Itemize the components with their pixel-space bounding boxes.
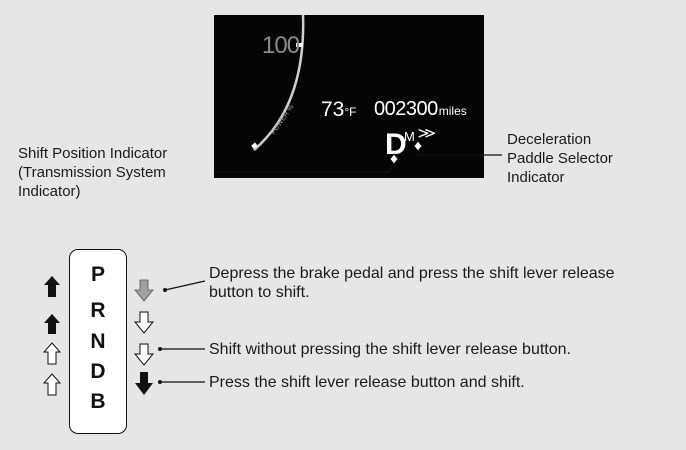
legend-brake-release-line2: button to shift.	[209, 284, 310, 301]
legend-release-only: Press the shift lever release button and…	[209, 374, 525, 391]
gear-mode-indicator: M	[404, 129, 415, 144]
legend-dot-2	[158, 347, 162, 351]
deceleration-paddle-icon: ≫	[417, 125, 437, 142]
power-gauge-arc: POWER %	[251, 15, 305, 151]
shift-gate: P R N D B	[69, 249, 127, 434]
decel-indicator-label-line2: Paddle Selector	[507, 150, 613, 167]
legend-leader-1	[164, 280, 206, 291]
temp-value: 73	[321, 98, 345, 121]
legend-no-release: Shift without pressing the shift lever r…	[209, 341, 571, 358]
temp-unit: °F	[344, 105, 357, 119]
gate-position-p: P	[90, 263, 105, 286]
outside-temperature: 73°F	[321, 98, 357, 122]
decel-indicator-leader	[417, 152, 502, 156]
decel-indicator-label-line3: Indicator	[507, 169, 565, 186]
arrow-down-filled	[135, 372, 153, 395]
shift-indicator-diamond	[389, 153, 399, 165]
gate-position-b: B	[90, 390, 106, 413]
gauge-arc-line	[253, 15, 305, 151]
decel-indicator-label-line1: Deceleration	[507, 131, 592, 148]
arrow-down-outline-1	[133, 311, 155, 334]
shift-indicator-label-line3: Indicator)	[18, 183, 81, 200]
gate-position-r: R	[90, 299, 106, 322]
arrow-up-filled-1	[44, 276, 60, 297]
odometer-value: 002300	[374, 98, 438, 120]
gate-position-d: D	[90, 360, 106, 383]
legend-dot-1	[163, 288, 167, 292]
decel-indicator-diamond	[413, 140, 423, 152]
shift-indicator-label-line2: (Transmission System	[18, 164, 166, 181]
shift-position-indicator: D	[385, 128, 407, 161]
arrow-up-outline-1	[42, 342, 62, 365]
arrow-up-outline-2	[42, 373, 62, 396]
legend-brake-release-line1: Depress the brake pedal and press the sh…	[209, 265, 615, 282]
shift-indicator-leader	[214, 159, 395, 173]
speed-value: 100	[262, 32, 300, 59]
instrument-display: POWER %	[214, 15, 484, 178]
gate-position-n: N	[90, 330, 106, 353]
arrow-down-gray	[134, 279, 154, 302]
odometer-unit: miles	[438, 104, 467, 118]
odometer: 002300miles	[374, 98, 467, 121]
arrow-up-filled-2	[44, 314, 60, 334]
gauge-tick-100	[296, 43, 303, 47]
shift-indicator-label-line1: Shift Position Indicator	[18, 145, 168, 162]
legend-dot-3	[158, 380, 162, 384]
arrow-down-outline-2	[133, 343, 155, 366]
gauge-tick-0	[251, 142, 258, 149]
